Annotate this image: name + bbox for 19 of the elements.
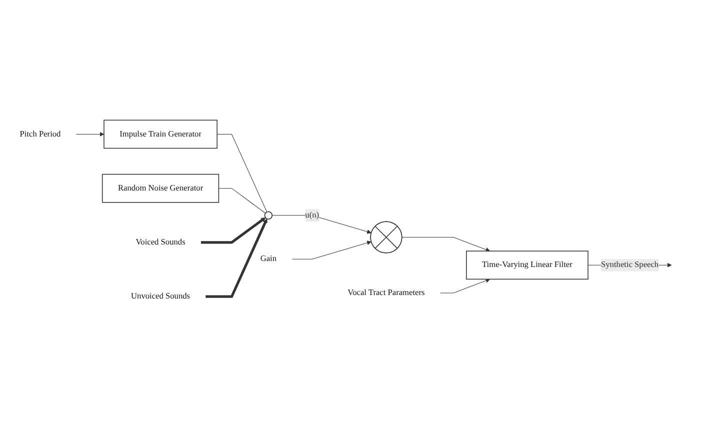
node-text: Gain (260, 254, 277, 264)
node-box: Impulse Train Generator (104, 120, 218, 149)
node-text: Vocal Tract Parameters (348, 288, 425, 298)
node-text: Voiced Sounds (136, 238, 186, 247)
arrow (200, 217, 266, 244)
node-text: Pitch Period (20, 130, 61, 138)
arrow (272, 215, 372, 234)
arrow (206, 218, 268, 298)
connector (216, 134, 268, 212)
node-text: Unvoiced Sounds (131, 292, 190, 301)
arrow (76, 132, 104, 137)
arrow (402, 237, 490, 252)
node-box: Random Noise Generator (102, 174, 220, 203)
edge-label: u(n) (305, 210, 320, 220)
arrow (440, 278, 490, 294)
edge-label: Synthetic Speech (601, 260, 659, 270)
arrow (292, 240, 372, 260)
connector (218, 188, 266, 214)
node-box: Time-Varying Linear Filter (466, 250, 588, 280)
